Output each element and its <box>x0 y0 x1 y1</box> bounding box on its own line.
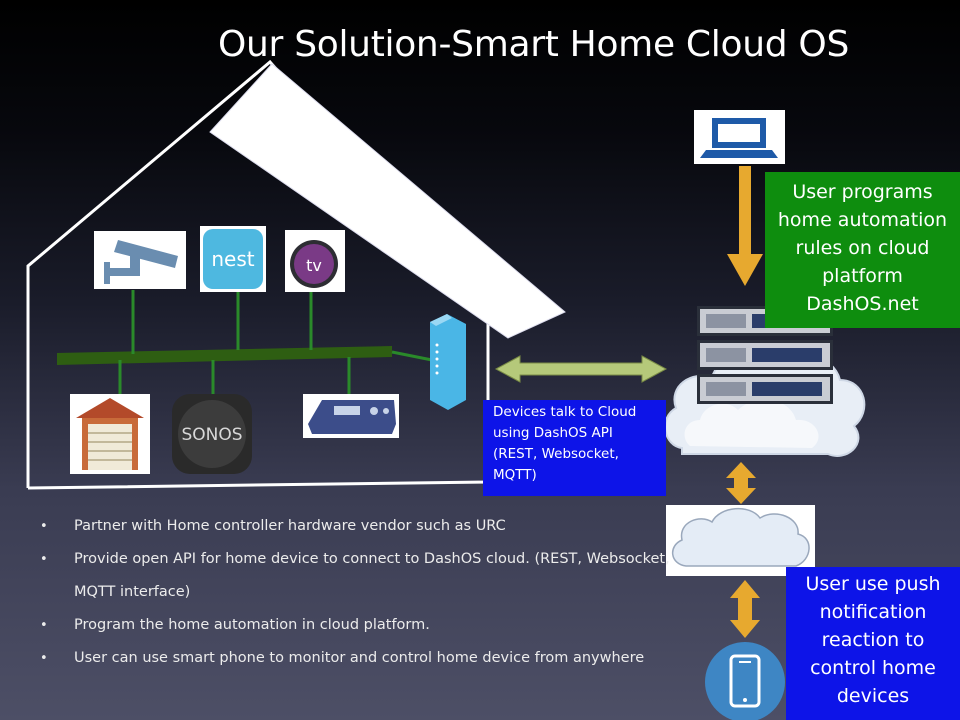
program-arrow-down <box>727 166 763 286</box>
bullet-item: User can use smart phone to monitor and … <box>40 642 680 675</box>
cloud-platform-note: User programs home automation rules on c… <box>765 172 960 328</box>
garage-icon <box>70 394 150 474</box>
security-camera-icon <box>94 231 186 289</box>
api-double-arrow <box>494 355 668 383</box>
sonos-label: SONOS <box>181 425 242 445</box>
apple-tv-icon: tv <box>285 230 345 292</box>
device-bus <box>57 290 433 394</box>
computer-icon <box>694 110 785 164</box>
phone-double-arrow <box>730 580 760 638</box>
nest-label: nest <box>211 247 254 271</box>
nest-icon: nest <box>200 226 266 292</box>
slide-title: Our Solution-Smart Home Cloud OS <box>218 24 849 65</box>
devices-talk-note: Devices talk to Cloud using DashOS API (… <box>483 400 666 496</box>
bullet-item: Provide open API for home device to conn… <box>40 543 680 609</box>
bullet-item: Program the home automation in cloud pla… <box>40 609 680 642</box>
server-cloud-icon <box>664 306 866 457</box>
smartphone-icon <box>705 642 785 720</box>
house-outline <box>26 59 566 490</box>
sonos-icon: SONOS <box>172 394 252 474</box>
push-notification-note: User use push notification reaction to c… <box>786 567 960 720</box>
router-icon <box>430 314 466 410</box>
tv-label: tv <box>306 256 322 275</box>
cloud-icon <box>666 505 815 576</box>
remote-controller-icon <box>303 394 399 438</box>
cloud-double-arrow <box>726 462 756 504</box>
bullet-list: Partner with Home controller hardware ve… <box>40 510 680 675</box>
bullet-item: Partner with Home controller hardware ve… <box>40 510 680 543</box>
